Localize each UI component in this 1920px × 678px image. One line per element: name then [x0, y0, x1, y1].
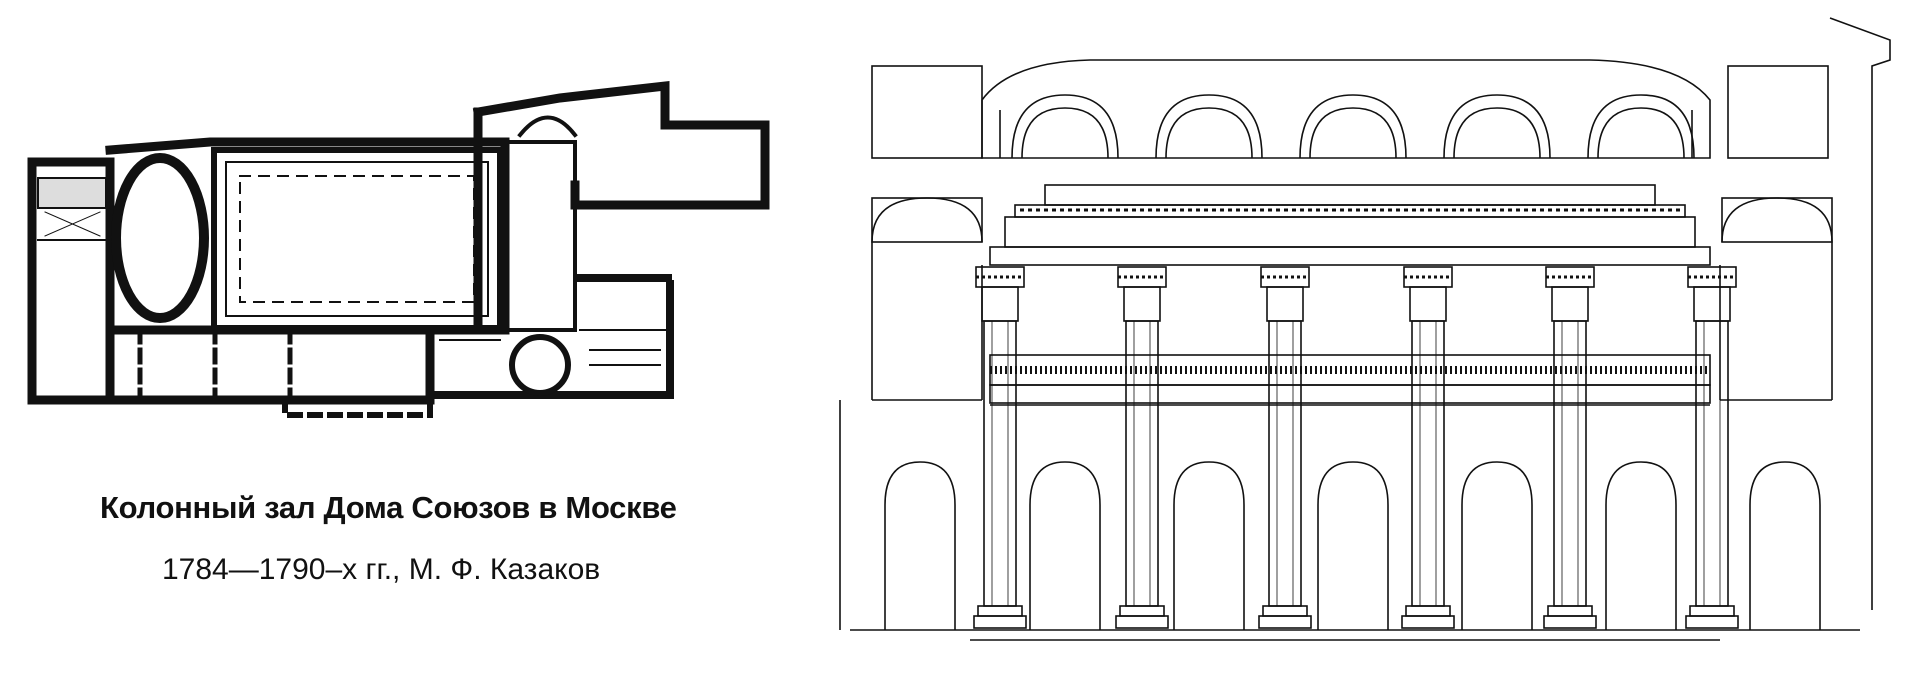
- column-3: [1258, 266, 1312, 629]
- column-2: [1115, 266, 1169, 629]
- column-5: [1543, 266, 1597, 629]
- column-4: [1401, 266, 1455, 629]
- column-1: [973, 266, 1027, 629]
- caption-subtitle: 1784—1790–х гг., М. Ф. Казаков: [162, 553, 601, 586]
- column-6: [1685, 266, 1739, 629]
- caption-title: Колонный зал Дома Союзов в Москве: [100, 490, 677, 525]
